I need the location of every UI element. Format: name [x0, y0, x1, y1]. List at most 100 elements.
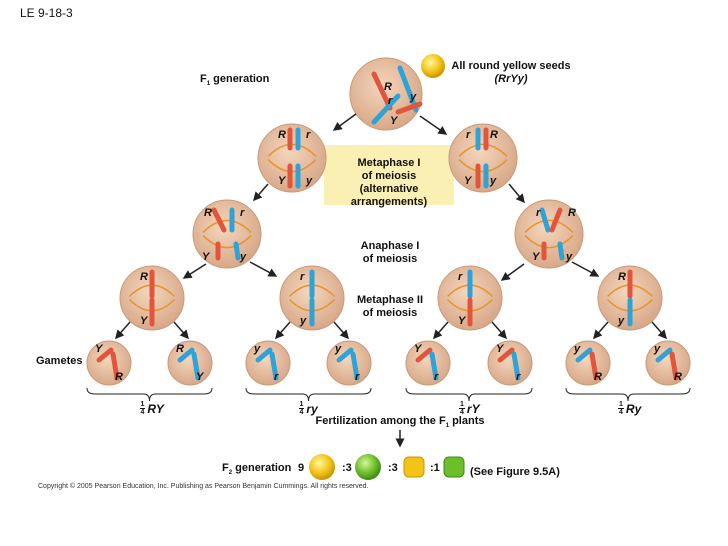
gamete-cell: yr — [245, 340, 291, 386]
chromosome — [395, 101, 423, 115]
allele-label: y — [573, 343, 581, 355]
gamete-brace — [245, 387, 372, 402]
allele-label: R — [674, 371, 682, 383]
allele-label: y — [305, 175, 313, 187]
chromosome — [110, 351, 120, 381]
cell-metaphase2-3: rY — [437, 265, 503, 331]
spindle-fiber — [524, 235, 574, 249]
arrow — [593, 321, 609, 340]
allele-label: R — [176, 343, 184, 355]
chromosome — [233, 241, 241, 261]
see-figure-label: (See Figure 9.5A) — [470, 466, 560, 478]
allele-label: r — [274, 371, 279, 383]
round-green-seed-icon — [355, 454, 381, 480]
allele-label: r — [306, 129, 311, 141]
spindle-fiber — [524, 219, 574, 233]
cell-metaphase2-2: ry — [279, 265, 345, 331]
gamete-genotype: RY — [147, 401, 164, 416]
gamete-cell: yR — [565, 340, 611, 386]
f2-ratio-3a: :3 — [342, 462, 352, 474]
allele-label: R — [204, 207, 212, 219]
allele-label: r — [240, 207, 245, 219]
allele-label: y — [299, 315, 307, 327]
cell-membrane — [245, 340, 291, 386]
metaphase1-label: Metaphase I of meiosis (alternative arra… — [350, 157, 428, 208]
chromosome — [255, 347, 273, 363]
gamete-genotype: Ry — [625, 401, 642, 416]
gamete-brace — [565, 387, 691, 402]
allele-label: y — [653, 343, 661, 355]
metaphase1-box — [324, 145, 454, 205]
allele-label: r — [355, 371, 360, 383]
allele-label: r — [388, 95, 393, 107]
allele-label: R — [490, 129, 498, 141]
metaphase2-label: Metaphase II of meiosis — [356, 294, 424, 319]
gamete-cell: RY — [167, 340, 213, 386]
gamete-cell: YR — [86, 340, 132, 386]
yellow-seed-icon — [421, 54, 445, 78]
arrow — [419, 115, 448, 135]
chromosome — [669, 351, 679, 381]
chromosome — [371, 93, 401, 125]
gamete-cell: Yr — [405, 340, 451, 386]
chromosome — [575, 347, 593, 363]
allele-label: r — [458, 271, 463, 283]
cell-metaphase2-1: RY — [119, 265, 185, 331]
allele-label: Y — [95, 343, 104, 355]
allele-label: R — [384, 81, 392, 93]
f2-ratio-3b: :3 — [388, 462, 398, 474]
arrow — [253, 183, 269, 202]
gamete-cell: yr — [326, 340, 372, 386]
chromosome — [269, 351, 279, 381]
chromosome — [96, 347, 114, 363]
anaphase1-label: Anaphase I of meiosis — [360, 240, 420, 265]
arrow — [275, 321, 291, 340]
cell-membrane — [405, 340, 451, 386]
f2-ratio-1: :1 — [430, 462, 440, 474]
cell-membrane — [167, 340, 213, 386]
allele-label: Y — [496, 343, 505, 355]
f2-ratio-9: 9 — [298, 462, 305, 474]
allele-label: R — [140, 271, 148, 283]
allele-label: R — [618, 271, 626, 283]
spindle-fiber — [202, 235, 252, 249]
arrow — [115, 321, 131, 340]
parent-seed-label: All round yellow seeds (RrYy) — [451, 60, 571, 85]
arrow — [249, 261, 278, 277]
chromosome — [429, 351, 439, 381]
allele-label: Y — [458, 315, 467, 327]
chromosome — [350, 351, 360, 381]
chromosome — [336, 347, 354, 363]
round-yellow-seed-icon — [309, 454, 335, 480]
chromosome — [211, 207, 227, 233]
allele-label: y — [409, 91, 417, 103]
chromosome — [497, 347, 515, 363]
chromosome — [415, 347, 433, 363]
spindle-fiber — [458, 159, 508, 173]
allele-label: y — [253, 343, 261, 355]
allele-label: R — [115, 371, 123, 383]
arrow — [500, 263, 525, 281]
arrow — [491, 321, 507, 340]
cell-membrane — [645, 340, 691, 386]
chromosome — [191, 351, 201, 381]
cell-membrane — [514, 199, 584, 269]
f1-generation-label: F1 generation — [200, 73, 270, 88]
cell-membrane — [86, 340, 132, 386]
chromosome — [589, 351, 599, 381]
allele-label: Y — [390, 115, 399, 127]
allele-label: Y — [532, 251, 541, 263]
chromosome — [371, 71, 393, 111]
spindle-fiber — [202, 219, 252, 233]
wrinkled-green-seed-icon — [443, 456, 465, 478]
